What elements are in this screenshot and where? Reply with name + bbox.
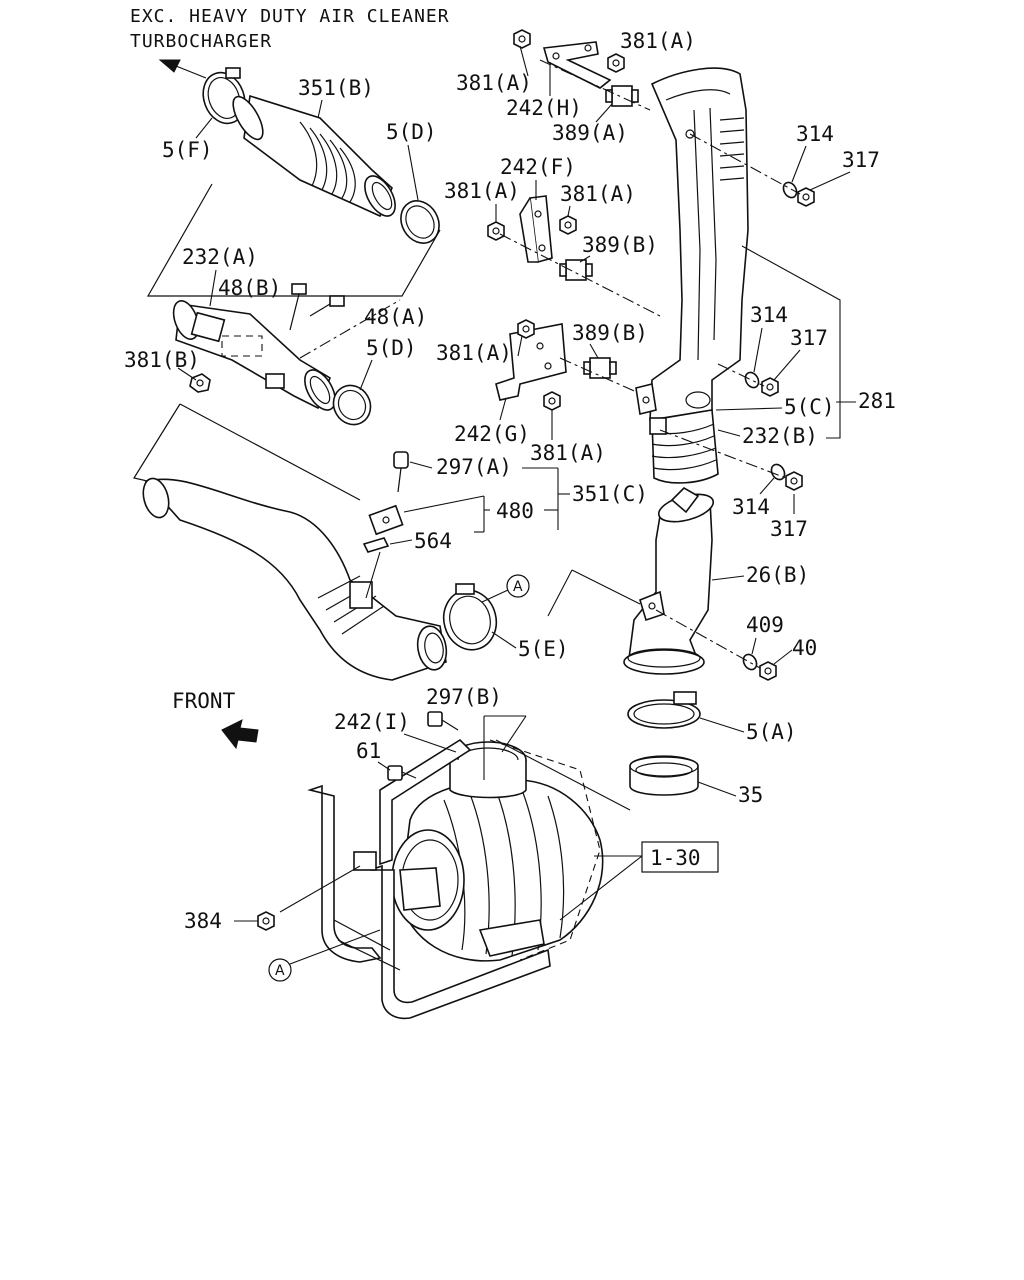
nut-317-mid (761, 377, 779, 397)
callout-297b: 297(B) (426, 685, 502, 709)
callout-351b: 351(B) (298, 76, 374, 100)
grommet-389b-upper (559, 259, 593, 281)
nut-381a-top-left (513, 29, 531, 49)
nut-317-low (785, 471, 803, 491)
callout-61: 61 (356, 739, 381, 763)
duct-281 (635, 67, 749, 421)
callout-389a: 389(A) (552, 121, 628, 145)
clamp-5e (442, 583, 498, 651)
nut-381a-top-right (607, 53, 625, 73)
callout-297a: 297(A) (436, 455, 512, 479)
pad-564 (362, 537, 390, 553)
callout-317-2: 317 (790, 326, 828, 350)
screw-48b (289, 283, 307, 331)
header-line-2: TURBOCHARGER (130, 31, 272, 52)
header-line-1: EXC. HEAVY DUTY AIR CLEANER (130, 6, 450, 27)
callout-381a-4: 381(A) (560, 182, 636, 206)
callout-381a-2: 381(A) (456, 71, 532, 95)
air-cleaner-1-30 (391, 739, 604, 962)
nut-40 (759, 661, 777, 681)
svg-text:A: A (513, 579, 523, 595)
turbocharger-direction-arrow (158, 59, 207, 79)
callout-389b-1: 389(B) (582, 233, 658, 257)
reference-mark-a-lower: A (268, 929, 381, 982)
callout-5e: 5(E) (518, 637, 569, 661)
washer-314-mid (744, 371, 760, 389)
bracket-480 (368, 504, 404, 536)
nut-381b (189, 373, 211, 393)
nut-381a-f-right (559, 215, 577, 235)
callout-242i: 242(I) (334, 710, 410, 734)
screw-61 (387, 765, 417, 781)
callout-384: 384 (184, 909, 222, 933)
nut-381a-g-top (517, 319, 535, 339)
callout-242h: 242(H) (506, 96, 582, 120)
callout-5a: 5(A) (746, 720, 797, 744)
mounting-frame (307, 738, 551, 1020)
callout-48b: 48(B) (218, 276, 281, 300)
callout-26b: 26(B) (746, 563, 809, 587)
washer-314-low (770, 463, 786, 481)
bracket-242h (542, 41, 612, 89)
callout-381a-6: 381(A) (530, 441, 606, 465)
callout-381a-1: 381(A) (620, 29, 696, 53)
callout-351c: 351(C) (572, 482, 648, 506)
callout-232b: 232(B) (742, 424, 818, 448)
nut-381a-g-bottom (543, 391, 561, 411)
callout-314-1: 314 (796, 122, 834, 146)
svg-text:A: A (275, 963, 285, 979)
callout-5f: 5(F) (162, 138, 213, 162)
svg-text:1-30: 1-30 (650, 846, 701, 870)
callout-40: 40 (792, 636, 817, 660)
callout-381b: 381(B) (124, 348, 200, 372)
hose-351c (142, 477, 448, 681)
screw-48a (309, 295, 345, 317)
nut-381a-f-left (487, 221, 505, 241)
callout-242g: 242(G) (454, 422, 530, 446)
callout-317-3: 317 (770, 517, 808, 541)
grommet-389b-lower (583, 357, 617, 379)
nut-384 (257, 911, 275, 931)
callout-314-2: 314 (750, 303, 788, 327)
boot-232b (649, 409, 719, 484)
callout-480: 480 (496, 499, 534, 523)
callout-381a-3: 381(A) (444, 179, 520, 203)
hose-351b (232, 94, 396, 218)
callout-5c: 5(C) (784, 395, 835, 419)
bracket-242g (495, 323, 567, 401)
screw-297a (393, 451, 409, 493)
callout-281: 281 (858, 389, 896, 413)
callout-564: 564 (414, 529, 452, 553)
callout-242f: 242(F) (500, 155, 576, 179)
tube-232a (172, 300, 336, 411)
callout-389b-2: 389(B) (572, 321, 648, 345)
callout-48a: 48(A) (364, 305, 427, 329)
callout-381a-5: 381(A) (436, 341, 512, 365)
front-label: FRONT (172, 689, 236, 713)
grommet-389a (605, 85, 639, 107)
callout-409: 409 (746, 613, 784, 637)
clamp-5a (627, 691, 701, 729)
screw-297b (427, 711, 459, 731)
front-arrow-icon (221, 719, 259, 750)
callout-5d-lower: 5(D) (366, 336, 417, 360)
callout-box-1-30: 1-30 (641, 841, 719, 873)
callout-232a: 232(A) (182, 245, 258, 269)
ring-35 (629, 755, 699, 796)
nut-317-top (797, 187, 815, 207)
bracket-242f (519, 195, 553, 264)
reference-mark-a-upper: A (481, 574, 530, 603)
washer-314-top (782, 181, 798, 199)
callout-5d-upper: 5(D) (386, 120, 437, 144)
clamp-5d-lower (332, 384, 372, 426)
callout-35: 35 (738, 783, 763, 807)
washer-409 (742, 653, 758, 671)
duct-26b (623, 487, 715, 675)
callout-314-3: 314 (732, 495, 770, 519)
callout-317-1: 317 (842, 148, 880, 172)
clamp-5d-upper (400, 200, 440, 244)
